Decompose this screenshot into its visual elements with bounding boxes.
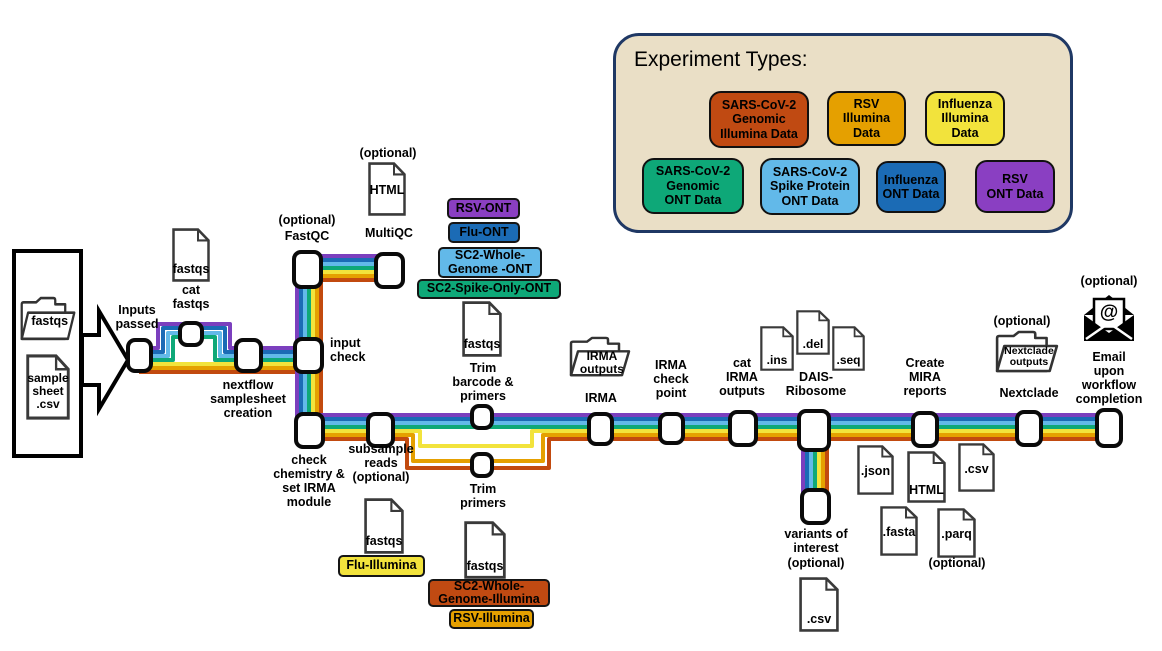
chip-flu-illumina: Flu-Illumina (338, 555, 425, 577)
label-create-mira-reports: Create MIRA reports (903, 356, 947, 398)
label-input-check: input check (330, 336, 366, 364)
label-inputs-passed: Inputs passed (115, 303, 159, 331)
file-label: fastqs (463, 337, 501, 352)
parq-file-icon: .parq (937, 508, 976, 558)
node-nextflow-samplesheet (234, 338, 263, 373)
label-nextclade-optional: (optional) (993, 314, 1051, 328)
label-variants-optional: (optional) (787, 556, 845, 570)
node-trim-barcode-primers (470, 404, 494, 430)
node-subsample-reads (366, 412, 395, 448)
fastqs-file-icon: fastqs (462, 301, 502, 357)
legend-badge-rsv-illumina: RSV Illumina Data (827, 91, 906, 146)
chip-rsv-ont: RSV-ONT (447, 198, 520, 219)
label-trim-primers: Trim primers (460, 482, 506, 510)
node-cat-irma-outputs (728, 410, 758, 447)
legend-badge-rsv-ont: RSV ONT Data (975, 160, 1055, 213)
legend-badge-sars-genomic-illumina: SARS-CoV-2 Genomic Illumina Data (709, 91, 809, 148)
file-label: .fasta (882, 524, 916, 539)
email-envelope-icon: @ (1082, 291, 1136, 343)
chip-sc2-spike-only-ont: SC2-Spike-Only-ONT (417, 279, 561, 299)
nextclade-outputs-folder-label: Nextclade outputs (1004, 344, 1054, 368)
label-cat-irma-outputs: cat IRMA outputs (719, 356, 765, 398)
fastqs-file-icon: fastqs (364, 498, 404, 554)
file-label: HTML (909, 483, 944, 498)
json-file-icon: .json (857, 445, 894, 495)
irma-outputs-folder-label: IRMA outputs (579, 349, 624, 376)
seq-file-icon: .seq (832, 326, 865, 371)
label-multiqc-optional: (optional) (359, 146, 417, 160)
node-create-mira-reports (911, 411, 939, 448)
samplesheet-file-label: sample sheet .csv (27, 370, 69, 412)
label-dais-ribosome: DAIS- Ribosome (785, 370, 847, 398)
label-email: Email upon workflow completion (1075, 350, 1143, 406)
svg-text:@: @ (1100, 302, 1119, 323)
file-label: fastqs (466, 559, 504, 574)
node-input-check (293, 337, 324, 374)
file-label: fastqs (365, 534, 403, 549)
node-irma-checkpoint (658, 412, 685, 445)
label-irma-checkpoint: IRMA check point (653, 358, 689, 400)
csv-file-icon: .csv (799, 577, 839, 632)
chip-rsv-illumina: RSV-Illumina (449, 609, 534, 629)
chip-sc2-whole-genome-illumina: SC2-Whole- Genome-Illumina (428, 579, 550, 607)
file-label: .seq (836, 352, 861, 367)
node-dais-ribosome (797, 409, 831, 452)
chip-sc2-whole-genome-ont: SC2-Whole- Genome -ONT (438, 247, 542, 278)
label-cat-fastqs: cat fastqs (172, 283, 210, 311)
node-nextclade (1015, 410, 1043, 447)
node-inputs-passed (126, 338, 153, 373)
file-label: .csv (806, 612, 832, 627)
irma-outputs-folder-icon: IRMA outputs (568, 336, 632, 378)
label-parq-optional: (optional) (928, 556, 986, 570)
label-fastqc-optional: (optional) (278, 213, 336, 227)
fastqs-folder-icon: fastqs (19, 296, 77, 342)
label-check-chemistry: check chemistry & set IRMA module (273, 453, 345, 509)
node-check-chemistry (294, 412, 325, 449)
chip-flu-ont: Flu-ONT (448, 222, 520, 243)
html-file-icon: HTML (907, 451, 946, 503)
input-arrow-icon (80, 303, 131, 417)
segment-inputs-to-inputcheck (139, 322, 310, 374)
fastqs-file-icon: fastqs (464, 521, 506, 579)
label-nextflow-samplesheet: nextflow samplesheet creation (210, 378, 286, 420)
label-irma: IRMA (585, 391, 617, 405)
node-multiqc (374, 252, 405, 289)
inputs-container-box (12, 249, 83, 458)
nextclade-outputs-folder-icon: Nextclade outputs (994, 330, 1060, 374)
node-trim-primers (470, 452, 494, 478)
del-file-icon: .del (796, 310, 830, 355)
label-subsample-reads: subsample reads (optional) (348, 442, 414, 484)
legend-badge-influenza-ont: Influenza ONT Data (876, 161, 946, 213)
fasta-file-icon: .fasta (880, 506, 918, 556)
fastqs-folder-label: fastqs (31, 314, 69, 329)
node-fastqc (292, 250, 323, 289)
file-label: fastqs (172, 262, 210, 277)
file-label: .del (802, 336, 824, 351)
file-label: HTML (369, 182, 405, 197)
fastqs-file-icon: fastqs (172, 228, 210, 282)
csv-file-icon: .csv (958, 443, 995, 492)
file-label: .csv (964, 461, 989, 476)
label-trim-barcode-primers: Trim barcode & primers (452, 361, 514, 403)
node-email (1095, 408, 1123, 448)
legend-badge-sars-spike-ont: SARS-CoV-2 Spike Protein ONT Data (760, 158, 860, 215)
html-file-icon: HTML (368, 162, 406, 216)
legend-title: Experiment Types: (634, 48, 808, 71)
file-label: .json (860, 463, 891, 478)
label-email-optional: (optional) (1080, 274, 1138, 288)
samplesheet-file-icon: sample sheet .csv (26, 354, 70, 420)
legend-badge-sars-genomic-ont: SARS-CoV-2 Genomic ONT Data (642, 158, 744, 214)
node-variants-of-interest (800, 488, 831, 525)
ins-file-icon: .ins (760, 326, 794, 371)
node-irma (587, 412, 614, 446)
file-label: .parq (941, 526, 972, 541)
label-nextclade: Nextclade (999, 386, 1059, 400)
label-variants-of-interest: variants of interest (784, 527, 848, 555)
label-fastqc: FastQC (284, 229, 330, 243)
experiment-types-legend: Experiment Types: SARS-CoV-2 Genomic Ill… (613, 33, 1073, 233)
legend-badge-influenza-illumina: Influenza Illumina Data (925, 91, 1005, 146)
label-multiqc: MultiQC (365, 226, 413, 240)
file-label: .ins (766, 352, 788, 367)
node-cat-fastqs (178, 321, 204, 347)
